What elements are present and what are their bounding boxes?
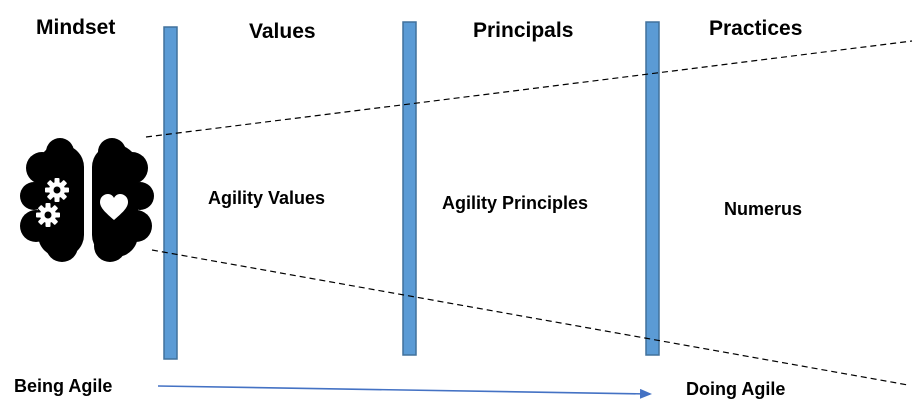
brain-with-gears-and-heart-icon — [20, 138, 154, 262]
bar-values — [163, 26, 178, 360]
label-numerus: Numerus — [724, 199, 802, 219]
cone-lower-line — [151, 249, 909, 386]
label-doing-agile: Doing Agile — [686, 379, 785, 399]
label-agility-values: Agility Values — [208, 188, 325, 208]
heading-values: Values — [249, 20, 316, 43]
gear-icon — [45, 178, 69, 202]
brain-left-hemisphere — [20, 138, 84, 262]
label-agility-principles: Agility Principles — [442, 193, 588, 213]
heading-practices: Practices — [709, 17, 802, 40]
gear-icon — [36, 203, 60, 227]
bar-practices — [645, 21, 660, 356]
heading-principals: Principals — [473, 19, 573, 42]
cone-upper-line — [145, 40, 913, 138]
heart-icon — [100, 194, 128, 220]
heading-mindset: Mindset — [36, 16, 115, 39]
being-to-doing-arrow — [157, 385, 652, 399]
bar-principals — [402, 21, 417, 356]
label-being-agile: Being Agile — [14, 376, 112, 396]
